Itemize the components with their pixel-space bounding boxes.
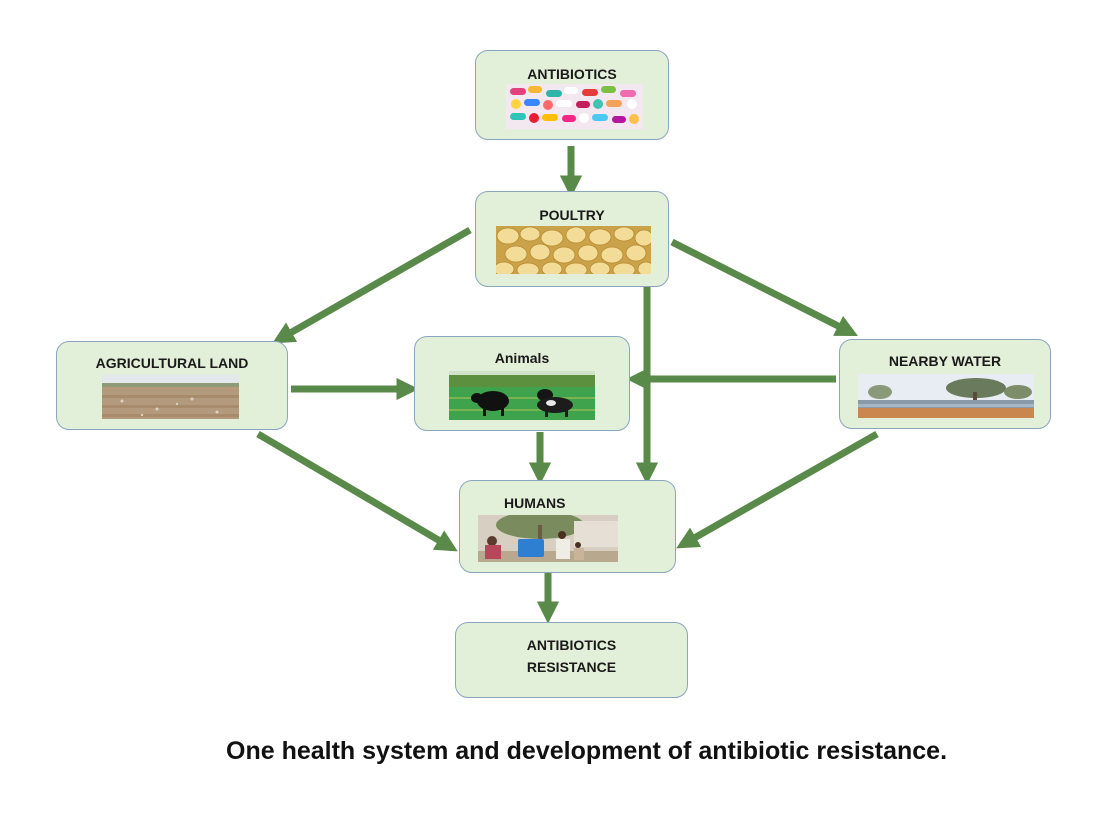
arrow-poultry-agricultural-land [272,226,472,344]
arrow-nearby-water-humans [676,430,879,549]
antibiotics-node: ANTIBIOTICS [475,50,669,140]
nearby-water-node: NEARBY WATER [839,339,1051,429]
arrow-poultry-nearby-water [670,238,858,337]
humans-image [478,515,618,562]
nearby-water-image [858,374,1034,418]
resistance-label-line2: RESISTANCE [526,659,617,675]
figure-caption: One health system and development of ant… [226,737,948,765]
humans-label: HUMANS [504,495,566,511]
poultry-label: POULTRY [539,207,605,223]
agricultural-land-label: AGRICULTURAL LAND [95,355,249,371]
arrow-agricultural-land-humans [256,430,458,552]
poultry-node: POULTRY [475,191,669,287]
nearby-water-label: NEARBY WATER [888,353,1002,369]
resistance-label-line1: ANTIBIOTICS [526,637,617,653]
antibiotics-resistance-node: ANTIBIOTICS RESISTANCE [455,622,688,698]
humans-node: HUMANS [459,480,676,573]
animals-cattle-image [449,371,595,420]
animals-label: Animals [494,350,550,366]
agricultural-land-image [102,375,239,419]
agricultural-land-node: AGRICULTURAL LAND [56,341,288,430]
animals-node: Animals [414,336,630,431]
antibiotics-label: ANTIBIOTICS [527,66,617,82]
poultry-feed-image [496,226,651,274]
antibiotics-pills-image [506,84,643,129]
